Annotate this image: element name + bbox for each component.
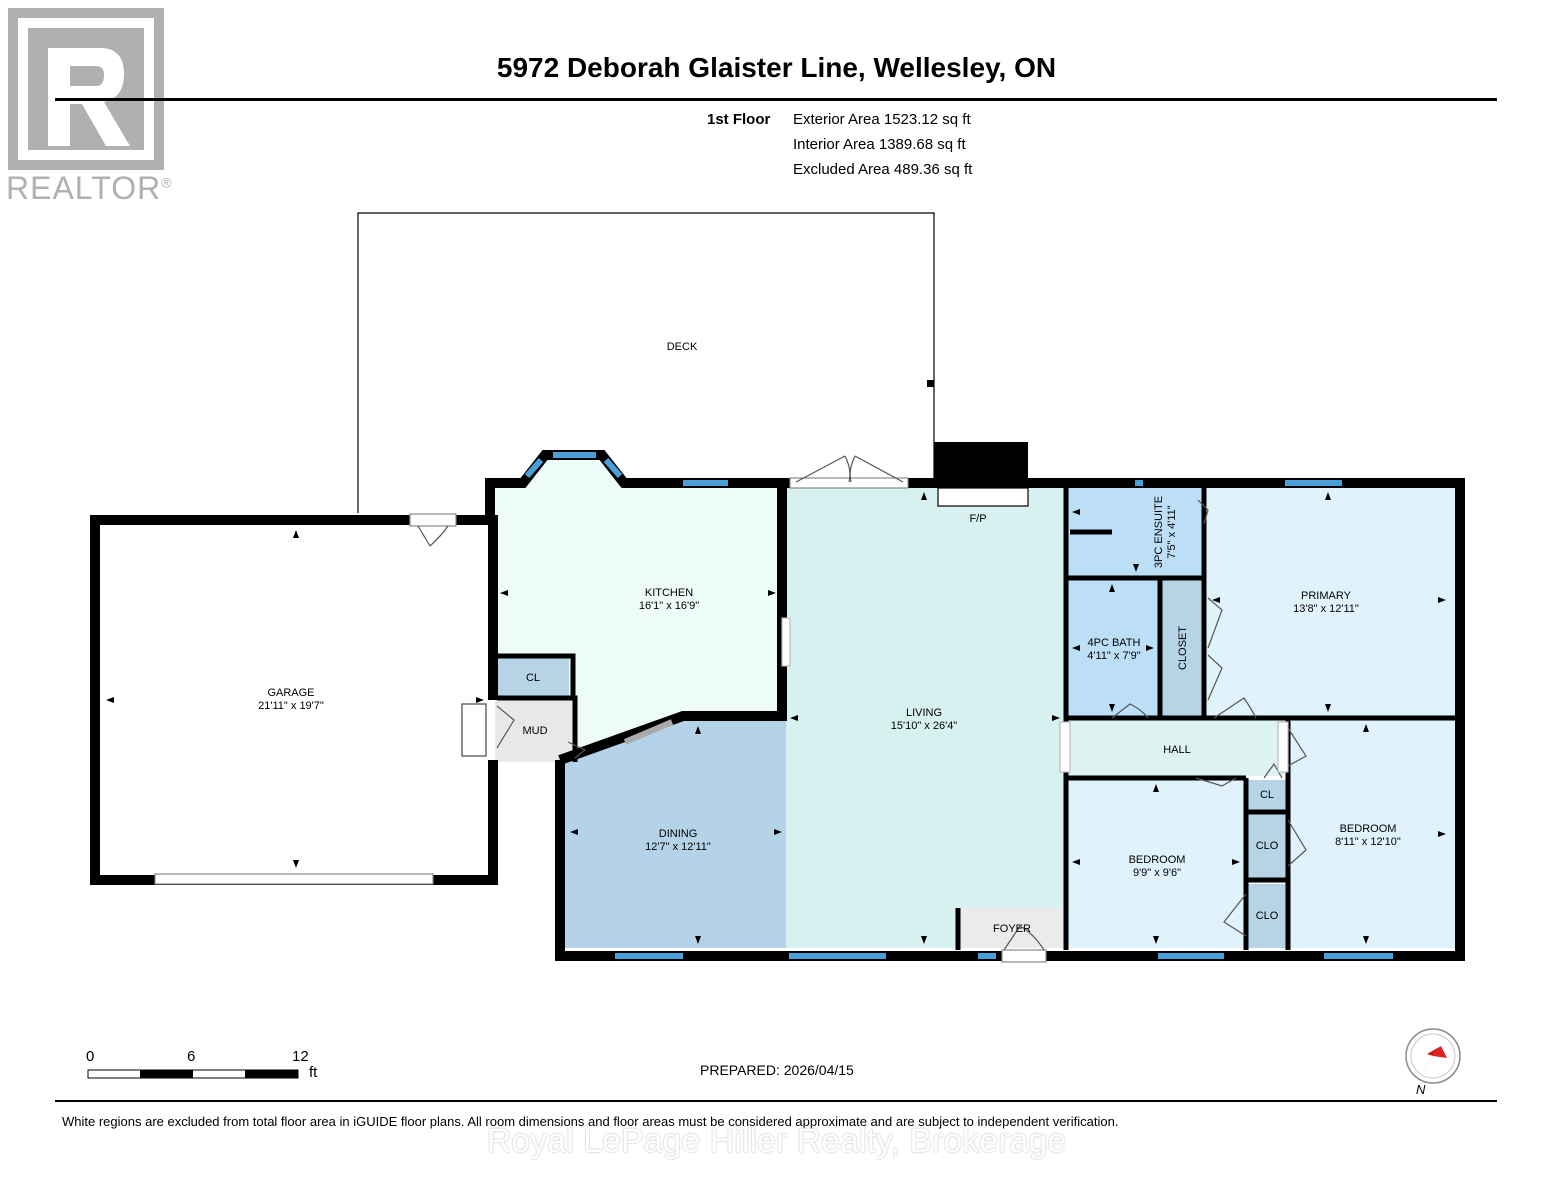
registered-mark: ® bbox=[161, 174, 173, 191]
ensuite-dims: 7'5" x 4'11" bbox=[1166, 505, 1178, 558]
bedroom2-fill bbox=[1290, 720, 1456, 948]
cl-hall-fill bbox=[1248, 780, 1286, 810]
bedroom2-dims: 8'11" x 12'10" bbox=[1335, 836, 1401, 848]
garage-label: GARAGE bbox=[267, 687, 314, 699]
living-fill bbox=[786, 488, 1064, 948]
disclaimer: White regions are excluded from total fl… bbox=[62, 1114, 1119, 1129]
realtor-r-icon bbox=[8, 8, 164, 170]
living-label: LIVING bbox=[906, 707, 942, 719]
excluded-area: Excluded Area 489.36 sq ft bbox=[793, 161, 973, 178]
realtor-wordmark: REALTOR® bbox=[6, 170, 173, 207]
ensuite-label: 3PC ENSUITE bbox=[1153, 496, 1165, 568]
kitchen-dims: 16'1" x 16'9" bbox=[639, 600, 699, 612]
primary-dims: 13'8" x 12'11" bbox=[1293, 603, 1359, 615]
hall-label: HALL bbox=[1163, 744, 1191, 756]
dining-fill bbox=[565, 718, 786, 948]
clo1-fill bbox=[1248, 814, 1286, 878]
foyer-fill bbox=[960, 908, 1064, 948]
footer-rule bbox=[55, 1100, 1497, 1102]
primary-label: PRIMARY bbox=[1301, 590, 1352, 602]
hearth bbox=[937, 487, 1029, 507]
closet-fill bbox=[1162, 580, 1202, 716]
closet-label: CLOSET bbox=[1177, 626, 1189, 670]
mud-label: MUD bbox=[522, 725, 547, 737]
scale-label-12: 12 bbox=[292, 1048, 309, 1065]
scale-unit: ft bbox=[309, 1064, 318, 1081]
header-rule bbox=[55, 98, 1497, 101]
realtor-logo bbox=[8, 8, 164, 170]
hall-fill bbox=[1068, 720, 1284, 776]
brokerage-watermark: Royal LePage Hiller Realty, Brokerage bbox=[486, 1122, 1067, 1160]
exterior-area: Exterior Area 1523.12 sq ft bbox=[793, 111, 971, 128]
cl-kitchen-label: CL bbox=[526, 672, 540, 684]
scale-label-6: 6 bbox=[187, 1048, 196, 1065]
fireplace-label: F/P bbox=[969, 513, 986, 525]
doors bbox=[154, 455, 1307, 963]
primary-fill bbox=[1206, 488, 1456, 716]
dining-dims: 12'7" x 12'11" bbox=[645, 841, 711, 853]
clo2-fill bbox=[1248, 884, 1286, 948]
scale-bar bbox=[87, 1069, 299, 1079]
floor-label: 1st Floor bbox=[707, 111, 771, 128]
dimension-arrows bbox=[106, 492, 1446, 944]
cl-hall-label: CL bbox=[1260, 789, 1274, 801]
compass-label: N bbox=[1416, 1082, 1426, 1097]
dining-label: DINING bbox=[659, 828, 698, 840]
compass-icon bbox=[1405, 1028, 1461, 1084]
deck-outline bbox=[357, 212, 935, 513]
cl-kitchen-fill bbox=[497, 658, 569, 696]
living-dims: 15'10" x 26'4" bbox=[891, 720, 958, 732]
realtor-word: REALTOR bbox=[6, 170, 162, 206]
prepared-date: PREPARED: 2026/04/15 bbox=[700, 1062, 854, 1078]
bedroom1-label: BEDROOM bbox=[1129, 854, 1186, 866]
walls bbox=[90, 450, 1465, 961]
bath-dims: 4'11" x 7'9" bbox=[1087, 650, 1140, 662]
kitchen-label: KITCHEN bbox=[645, 587, 693, 599]
garage-dims: 21'11" x 19'7" bbox=[258, 700, 324, 712]
clo2-label: CLO bbox=[1256, 910, 1279, 922]
clo1-label: CLO bbox=[1256, 840, 1279, 852]
bedroom2-label: BEDROOM bbox=[1340, 823, 1397, 835]
bath-label: 4PC BATH bbox=[1088, 637, 1141, 649]
foyer-label: FOYER bbox=[993, 923, 1031, 935]
deck-label: DECK bbox=[667, 341, 698, 353]
fireplace bbox=[934, 442, 1028, 488]
bedroom1-dims: 9'9" x 9'6" bbox=[1133, 867, 1181, 879]
bath-fill bbox=[1068, 580, 1158, 716]
scale-label-0: 0 bbox=[86, 1048, 95, 1065]
interior-area: Interior Area 1389.68 sq ft bbox=[793, 136, 966, 153]
windows bbox=[524, 452, 1393, 959]
deck-post bbox=[927, 380, 934, 387]
bedroom1-fill bbox=[1068, 780, 1244, 948]
page-title: 5972 Deborah Glaister Line, Wellesley, O… bbox=[496, 52, 1057, 83]
garage-fill bbox=[98, 520, 490, 877]
